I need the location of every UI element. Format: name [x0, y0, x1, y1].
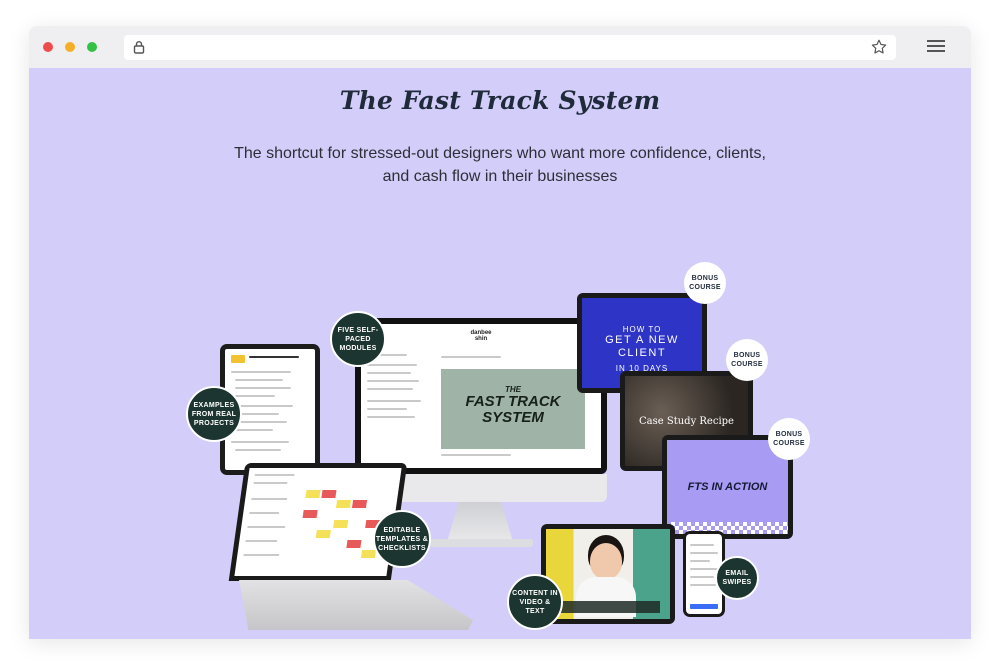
page-subtitle: The shortcut for stressed-out designers …: [234, 145, 766, 185]
badge-templates: EDITABLE TEMPLATES & CHECKLISTS: [373, 510, 431, 568]
imac-mockup: danbee shin THE FAST TRACK SYSTEM: [355, 318, 607, 474]
badge-email: EMAIL SWIPES: [715, 556, 759, 600]
fts-in-action-title: FTS IN ACTION: [687, 481, 768, 493]
tablet-bonus-fts-screen: FTS IN ACTION: [667, 440, 788, 534]
close-window-button[interactable]: [43, 42, 53, 52]
imac-feature-line2: FAST TRACK: [465, 393, 561, 410]
badge-bonus-2: BONUS COURSE: [726, 339, 768, 381]
maximize-window-button[interactable]: [87, 42, 97, 52]
imac-logo-line2: shin: [474, 336, 488, 342]
presenter-head: [590, 543, 622, 579]
minimize-window-button[interactable]: [65, 42, 75, 52]
lock-icon: [133, 40, 145, 59]
new-client-line1: HOW TO: [622, 325, 662, 334]
new-client-line4: IN 10 DAYS: [615, 364, 669, 373]
badge-bonus-3: BONUS COURSE: [768, 418, 810, 460]
badge-content: CONTENT IN VIDEO & TEXT: [507, 574, 563, 630]
imac-feature-line1: THE: [505, 385, 521, 394]
menu-icon[interactable]: [927, 39, 945, 58]
new-client-line2: GET A NEW: [605, 334, 679, 346]
address-bar[interactable]: [124, 35, 896, 60]
laptop-keyboard: [239, 580, 473, 630]
badge-bonus-1: BONUS COURSE: [684, 262, 726, 304]
star-icon[interactable]: [870, 38, 888, 61]
imac-feature-banner: THE FAST TRACK SYSTEM: [441, 369, 585, 449]
badge-examples: EXAMPLES FROM REAL PROJECTS: [186, 386, 242, 442]
page-title: The Fast Track System: [339, 86, 661, 115]
phone-screen: [686, 534, 722, 614]
video-screen: [546, 529, 670, 619]
imac-foot: [429, 539, 533, 547]
laptop-screen: [234, 468, 402, 576]
badge-modules: FIVE SELF-PACED MODULES: [330, 311, 386, 367]
imac-feature-line3: SYSTEM: [482, 409, 544, 426]
browser-window: The Fast Track System The shortcut for s…: [29, 26, 971, 639]
page-content: The Fast Track System The shortcut for s…: [29, 68, 971, 639]
tablet-video-mockup: [541, 524, 675, 624]
imac-stand: [447, 502, 513, 542]
tablet-examples-mockup: [220, 344, 320, 475]
imac-screen: danbee shin THE FAST TRACK SYSTEM: [361, 324, 601, 468]
imac-logo-line1: danbee: [470, 330, 492, 336]
new-client-line3: CLIENT: [617, 347, 667, 359]
browser-toolbar: [29, 26, 971, 68]
video-caption-bar: [552, 601, 660, 613]
